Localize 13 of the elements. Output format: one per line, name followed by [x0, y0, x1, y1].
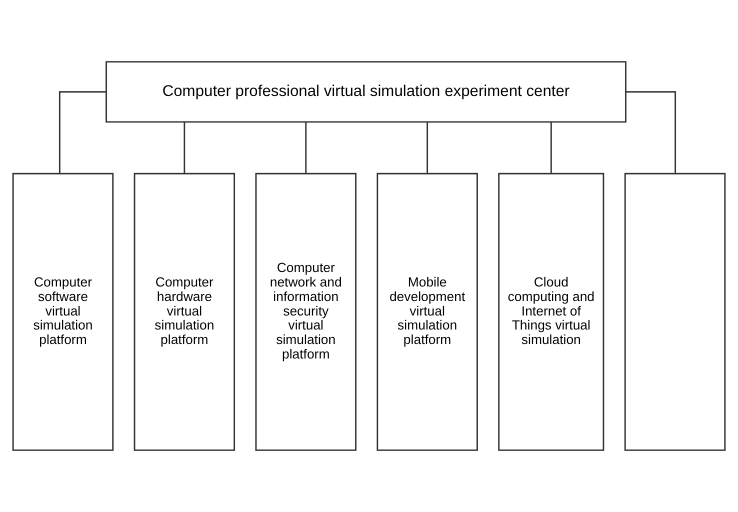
node-box: Computer professional virtual simulation experiment center — [106, 61, 626, 123]
connector — [550, 122, 552, 174]
connector — [184, 122, 186, 174]
node-box: Computer network and information security virtual simulation platform — [255, 172, 356, 451]
node-box: Computer software virtual simulation platform — [12, 172, 114, 451]
connector — [305, 122, 307, 174]
connector — [58, 91, 106, 174]
node-box: Cloud computing and Internet of Things virtual simulation — [498, 172, 604, 451]
connector — [426, 122, 428, 174]
node-box: Computer hardware virtual simulation platform — [134, 172, 236, 451]
connector — [626, 91, 676, 174]
node-box — [624, 172, 726, 451]
node-box: Mobile development virtual simulation platform — [376, 172, 478, 451]
